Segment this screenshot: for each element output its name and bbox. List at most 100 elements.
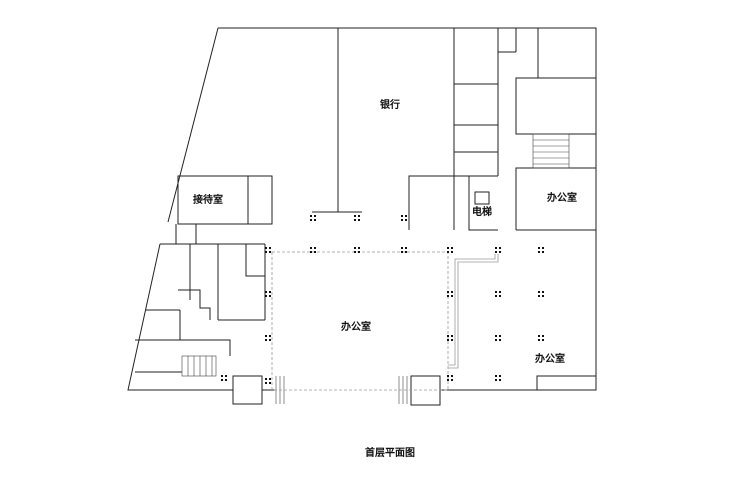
column-dot [225,379,227,381]
entrance-west [232,375,263,405]
column-dot [542,291,544,293]
column-dot [451,247,453,249]
stairs [181,133,570,404]
column-dot [265,339,267,341]
column-marker [447,291,453,297]
sw-lower-room [135,339,231,356]
stair-east [532,133,570,169]
column-dot [265,295,267,297]
column-dot [269,295,271,297]
column-dot [538,339,540,341]
column-marker [538,291,544,297]
column-dot [451,335,453,337]
column-dot [265,251,267,253]
bank-east-wall [408,175,454,230]
column-dot [451,295,453,297]
column-dot [538,247,540,249]
column-dot [447,335,449,337]
column-dot [265,378,267,380]
column-dot [401,215,403,217]
elevator-shaft [468,176,498,231]
column-dot [499,375,501,377]
column-marker [401,247,407,253]
column-dot [358,247,360,249]
glass-rail [448,254,499,369]
dashed-outline [271,251,449,391]
glass-rail-line [448,254,499,369]
column-dot [265,247,267,249]
column-dot [269,247,271,249]
label-bank: 银行 [380,98,400,111]
column-dot [447,251,449,253]
column-dot [358,219,360,221]
column-marker [310,247,316,253]
column-marker [265,247,271,253]
column-marker [495,335,501,341]
label-office-east: 办公室 [547,191,577,204]
column-dot [451,375,453,377]
column-dot [499,295,501,297]
column-marker [495,375,501,381]
column-dot [221,375,223,377]
column-dot [354,219,356,221]
column-dot [310,247,312,249]
column-dot [495,339,497,341]
column-dot [538,295,540,297]
column-marker [354,215,360,221]
sw-corridor [178,289,211,320]
column-dot [542,295,544,297]
column-dot [495,247,497,249]
column-dot [269,291,271,293]
column-dot [495,251,497,253]
column-dot [265,291,267,293]
column-dot [401,251,403,253]
column-dot [542,339,544,341]
column-dot [358,251,360,253]
column-dot [542,247,544,249]
column-dot [401,247,403,249]
outer-wall-southwest [127,243,233,391]
column-dot [495,295,497,297]
column-marker [401,215,407,221]
column-marker [221,375,227,381]
column-dot [405,219,407,221]
column-dot [499,291,501,293]
column-dot [405,251,407,253]
column-dot [354,215,356,217]
column-dot [310,251,312,253]
column-dot [447,339,449,341]
column-dot [405,215,407,217]
elevator-car [474,191,490,205]
column-dot [495,291,497,293]
column-dot [499,335,501,337]
column-dot [269,251,271,253]
column-dot [314,247,316,249]
column-marker [447,247,453,253]
glass-rail-line-inner [448,254,496,366]
column-dot [495,379,497,381]
stair-southwest [181,355,217,377]
column-dot [310,215,312,217]
column-dot [269,378,271,380]
column-dot [542,251,544,253]
column-dot [310,219,312,221]
column-dot [447,291,449,293]
column-marker [538,335,544,341]
column-dot [499,251,501,253]
column-marker [495,291,501,297]
column-dot [447,375,449,377]
east-office-a [515,77,597,135]
column-dot [269,382,271,384]
east-office-b [515,167,596,230]
column-dot [354,247,356,249]
column-dot [265,335,267,337]
column-dot [451,251,453,253]
column-dot [447,247,449,249]
plan-caption: 首层平面图 [365,446,415,459]
column-dot [542,335,544,337]
column-dot [225,375,227,377]
se-room [536,375,596,390]
sw-room-a [245,244,265,277]
column-dot [358,215,360,217]
